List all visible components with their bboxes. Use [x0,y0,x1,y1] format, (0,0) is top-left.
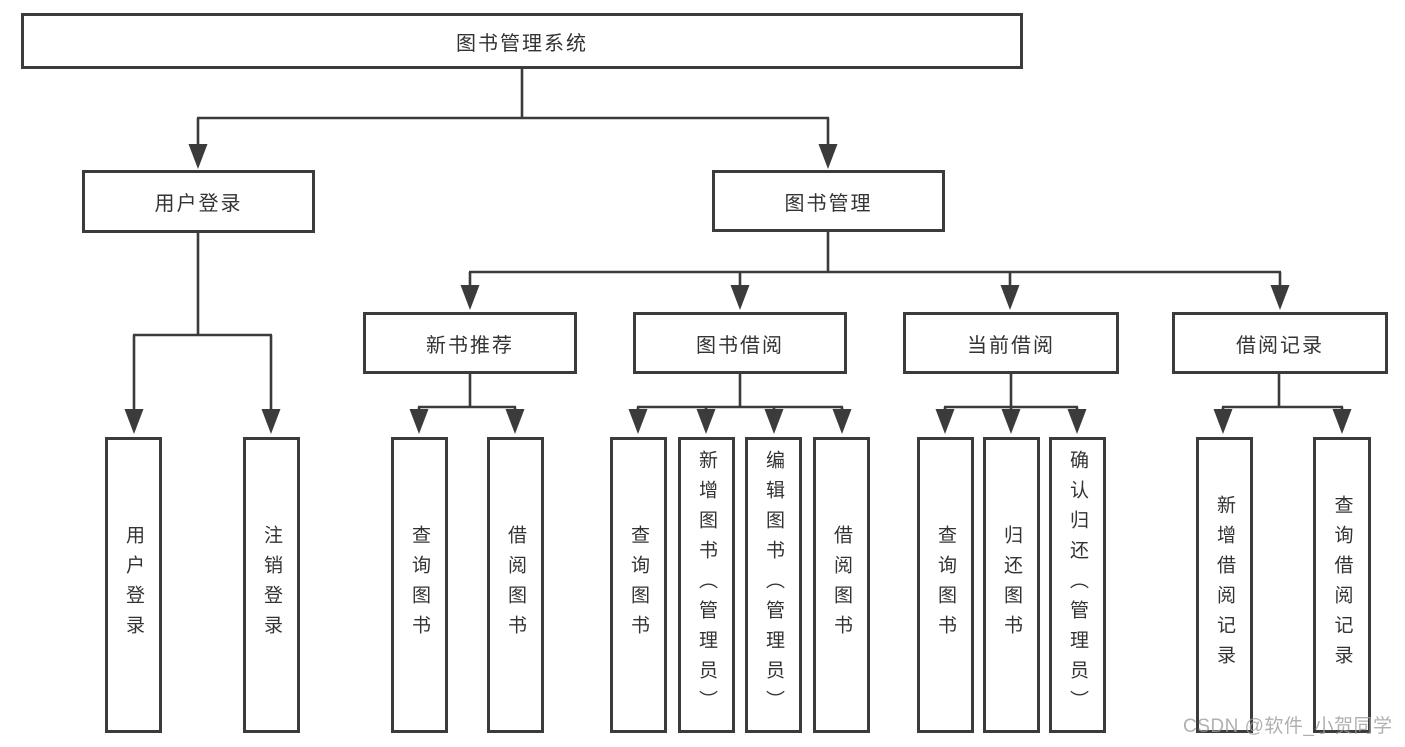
leaf-query-book-3: 查询图书 [917,437,974,733]
leaf-return-book-label: 归还图书 [1001,525,1022,645]
connector-borrow-to-leaves [636,374,844,413]
arrowhead [818,144,838,169]
leaf-add-borrow-record-label: 新增借阅记录 [1214,495,1235,675]
node-book-mgmt: 图书管理 [712,170,945,232]
leaf-borrow-book-1: 借阅图书 [487,437,544,733]
leaf-edit-book-admin-label: 编辑图书（管理员） [763,450,784,720]
leaf-query-book-3-label: 查询图书 [935,525,956,645]
csdn-watermark: CSDN @软件_小贺同学 [1183,716,1393,737]
node-user-login: 用户登录 [82,170,315,233]
leaf-query-book-2: 查询图书 [610,437,667,733]
leaf-logout: 注销登录 [243,437,300,733]
arrowhead [124,409,144,434]
leaf-confirm-return-admin-label: 确认归还（管理员） [1067,450,1088,720]
arrowhead [1067,409,1087,434]
leaf-query-book-1: 查询图书 [391,437,448,733]
node-user-login-label: 用户登录 [154,193,243,215]
arrowhead [628,409,648,434]
leaf-confirm-return-admin: 确认归还（管理员） [1049,437,1106,733]
arrowhead [505,409,525,434]
connector-record-to-leaves [1221,374,1344,413]
leaf-edit-book-admin: 编辑图书（管理员） [745,437,802,733]
node-new-book-rec: 新书推荐 [363,312,577,374]
arrowhead [730,285,750,310]
leaf-user-login-label: 用户登录 [123,525,144,645]
arrowhead [1000,285,1020,310]
leaf-borrow-book-2: 借阅图书 [813,437,870,733]
arrowheads [124,144,1352,434]
arrowhead [1270,285,1290,310]
leaf-add-book-admin: 新增图书（管理员） [678,437,735,733]
leaf-borrow-book-1-label: 借阅图书 [505,525,526,645]
leaf-query-borrow-record-label: 查询借阅记录 [1331,495,1353,675]
connector-new-book-to-leaves [417,374,517,413]
arrowhead [261,409,281,434]
node-current-borrow-label: 当前借阅 [967,334,1055,357]
connector-book-mgmt-to-level3 [468,232,1282,288]
node-root-label: 图书管理系统 [456,32,588,55]
leaf-add-book-admin-label: 新增图书（管理员） [696,450,717,720]
arrowhead [764,409,784,434]
arrowhead [935,409,955,434]
arrowhead [832,409,852,434]
arrowhead [188,144,208,169]
node-current-borrow: 当前借阅 [903,312,1119,374]
leaf-query-book-2-label: 查询图书 [628,525,649,645]
arrowhead [1332,409,1352,434]
connector-user-login-to-leaves [132,233,273,412]
arrowhead [1001,409,1021,434]
node-root: 图书管理系统 [21,13,1023,69]
arrowhead [1213,409,1233,434]
leaf-add-borrow-record: 新增借阅记录 [1196,437,1253,733]
leaf-logout-label: 注销登录 [261,525,282,645]
leaf-query-borrow-record: 查询借阅记录 [1313,437,1371,733]
node-book-mgmt-label: 图书管理 [784,192,873,215]
arrowhead [460,285,480,310]
node-book-borrow-label: 图书借阅 [696,334,784,357]
connector-root-to-level2 [196,69,830,147]
leaf-borrow-book-2-label: 借阅图书 [831,525,852,645]
arrowhead [696,409,716,434]
node-book-borrow: 图书借阅 [633,312,847,374]
leaf-return-book: 归还图书 [983,437,1040,733]
node-borrow-record: 借阅记录 [1172,312,1388,374]
node-new-book-rec-label: 新书推荐 [426,334,514,357]
connector-current-to-leaves [943,374,1079,413]
node-borrow-record-label: 借阅记录 [1236,334,1324,357]
leaf-query-book-1-label: 查询图书 [409,525,430,645]
leaf-user-login: 用户登录 [105,437,162,733]
arrowhead [409,409,429,434]
